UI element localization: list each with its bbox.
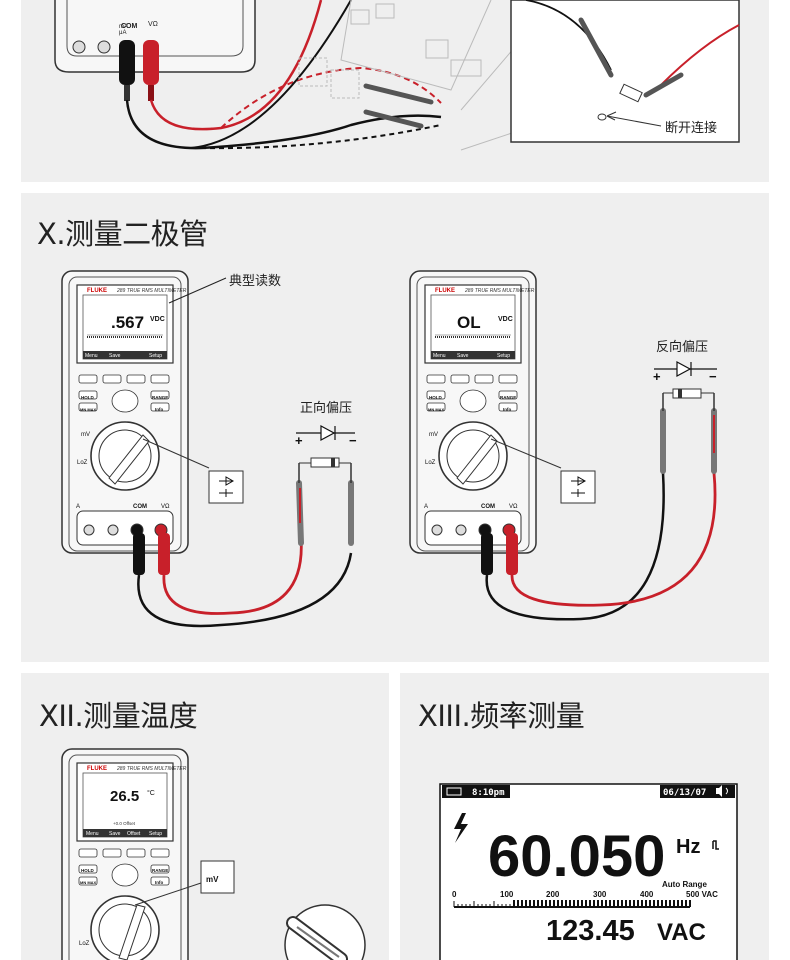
high-voltage-icon [454,813,468,843]
left-multimeter: FLUKE 289 TRUE RMS MULTIMETER .567 VDC M… [61,262,192,554]
temp-softkey-save[interactable]: Save [109,831,121,837]
svg-text:MN MAX: MN MAX [428,407,445,412]
svg-text:VΩ: VΩ [509,504,518,510]
reverse-bias-label: 反向偏压 [656,339,708,354]
right-meter-reading: OL [457,313,481,332]
svg-text:LoZ: LoZ [77,460,88,466]
svg-text:FLUKE: FLUKE [87,766,107,772]
svg-text:HOLD: HOLD [81,395,94,400]
frequency-measurement-panel: XIII.频率测量 8:10pm 06/13/07 60.050 Hz Auto… [400,673,769,960]
svg-text:COM: COM [481,504,495,510]
svg-text:A: A [76,504,80,510]
svg-text:400: 400 [640,890,654,899]
left-diode-selector-callout [208,470,244,504]
svg-text:RANGE: RANGE [152,395,168,400]
right-diode-selector-callout [560,470,596,504]
frequency-display: 8:10pm 06/13/07 60.050 Hz Auto Range 500… [439,783,738,960]
frequency-unit: Hz [676,836,700,858]
temp-softkey-menu[interactable]: Menu [86,831,99,837]
svg-text:VΩ: VΩ [148,21,158,28]
svg-text:RANGE: RANGE [152,868,168,873]
typical-reading-label: 典型读数 [229,273,281,288]
svg-text:FLUKE: FLUKE [435,288,455,294]
right-softkey-menu[interactable]: Menu [433,353,446,359]
svg-text:289 TRUE RMS MULTIMETER: 289 TRUE RMS MULTIMETER [116,288,187,294]
left-softkey-menu[interactable]: Menu [85,353,98,359]
svg-text:289 TRUE RMS MULTIMETER: 289 TRUE RMS MULTIMETER [464,288,535,294]
analog-bargraph [453,900,691,908]
lcd-time: 8:10pm [472,788,505,798]
svg-text:A: A [424,504,428,510]
red-plug [143,40,159,85]
svg-text:COM: COM [121,23,138,30]
lcd-date: 06/13/07 [663,788,706,798]
thermocouple-detail [284,904,366,960]
svg-text:200: 200 [546,890,560,899]
right-meter-unit: VDC [498,316,513,323]
range-value: 500 VAC [686,890,718,899]
lcd-screen [439,783,738,960]
svg-text:VΩ: VΩ [161,504,170,510]
svg-text:−: − [709,369,717,384]
connection-diagram: A mA μA COM VΩ [54,0,740,151]
svg-text:HOLD: HOLD [81,868,94,873]
right-multimeter: FLUKE 289 TRUE RMS MULTIMETER OL VDC Men… [409,262,540,554]
svg-text:100: 100 [500,890,514,899]
forward-bias-label: 正向偏压 [300,400,352,415]
auto-range-label: Auto Range [662,880,707,889]
svg-text:RANGE: RANGE [500,395,516,400]
temperature-section-title: XII.测量温度 [39,699,198,733]
svg-text:289 TRUE RMS MULTIMETER: 289 TRUE RMS MULTIMETER [116,766,187,772]
frequency-reading: 60.050 [488,824,665,889]
temperature-selector-callout [200,860,235,894]
left-softkey-setup[interactable]: Setup [149,353,162,359]
temp-softkey-setup[interactable]: Setup [149,831,162,837]
diode-measurement-panel: X.测量二极管 [21,193,769,662]
left-softkey-save[interactable]: Save [109,353,121,359]
svg-text:Info: Info [155,407,163,412]
svg-text:LoZ: LoZ [79,941,90,947]
disconnect-label: 断开连接 [665,120,717,135]
right-softkey-setup[interactable]: Setup [497,353,510,359]
svg-text:+: + [653,369,661,384]
voltage-reading: 123.45 [546,915,635,947]
temperature-multimeter: FLUKE 289 TRUE RMS MULTIMETER 26.5 °C +0… [61,748,189,960]
svg-text:COM: COM [133,504,147,510]
temperature-diagram: FLUKE 289 TRUE RMS MULTIMETER 26.5 °C +0… [61,748,366,960]
svg-text:mV: mV [429,432,438,438]
temperature-reading: 26.5 [110,788,139,805]
svg-text:0: 0 [452,890,457,899]
svg-text:300: 300 [593,890,607,899]
right-softkey-save[interactable]: Save [457,353,469,359]
temperature-selector-icon: mV [206,875,219,884]
left-meter-unit: VDC [150,316,165,323]
temperature-unit: °C [147,789,155,797]
svg-text:Info: Info [155,880,163,885]
svg-text:μA: μA [119,30,126,36]
svg-text:Info: Info [503,407,511,412]
svg-text:HOLD: HOLD [429,395,442,400]
voltage-unit: VAC [657,919,706,946]
temperature-measurement-panel: XII.测量温度 FLUKE 289 TRUE RMS MULTIMETER 2… [21,673,389,960]
diode-diagram: FLUKE 289 TRUE RMS MULTIMETER .567 VDC M… [61,262,717,628]
black-plug [119,40,135,85]
connection-diagram-panel: A mA μA COM VΩ [21,0,769,182]
svg-text:mV: mV [81,432,90,438]
svg-text:MN MAX: MN MAX [80,880,97,885]
left-meter-brand: FLUKE [87,288,107,294]
svg-text:mA: mA [119,24,128,30]
svg-text:+: + [295,433,303,448]
frequency-section-title: XIII.频率测量 [418,699,585,733]
svg-text:LoZ: LoZ [425,460,436,466]
temp-softkey-offset[interactable]: Offset [127,831,141,837]
svg-text:MN MAX: MN MAX [80,407,97,412]
svg-text:−: − [349,433,357,448]
temperature-offset: +0.0 Offset [113,821,136,826]
left-meter-reading: .567 [111,313,144,332]
diode-section-title: X.测量二极管 [37,217,208,251]
